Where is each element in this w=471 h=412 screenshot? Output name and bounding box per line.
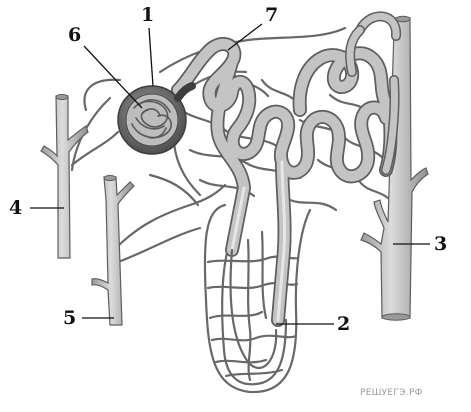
label-loop-of-henle: 2: [337, 315, 350, 334]
label-proximal-tubule: 7: [265, 6, 278, 25]
afferent-vessel: [41, 94, 88, 258]
efferent-vessel: [92, 175, 134, 325]
label-collecting-duct: 3: [434, 235, 447, 254]
callout-line-7: [228, 24, 262, 50]
watermark: РЕШУЕГЭ.РФ: [360, 388, 423, 398]
label-efferent-vessel: 5: [63, 309, 76, 328]
bowman-capsule: [118, 86, 192, 154]
callout-line-1: [149, 28, 153, 86]
label-glomerulus: 6: [68, 26, 81, 45]
nephron-tubule: [178, 16, 396, 368]
callout-line-6: [84, 46, 142, 108]
label-capsule: 1: [141, 6, 154, 25]
label-afferent-vessel: 4: [9, 199, 22, 218]
